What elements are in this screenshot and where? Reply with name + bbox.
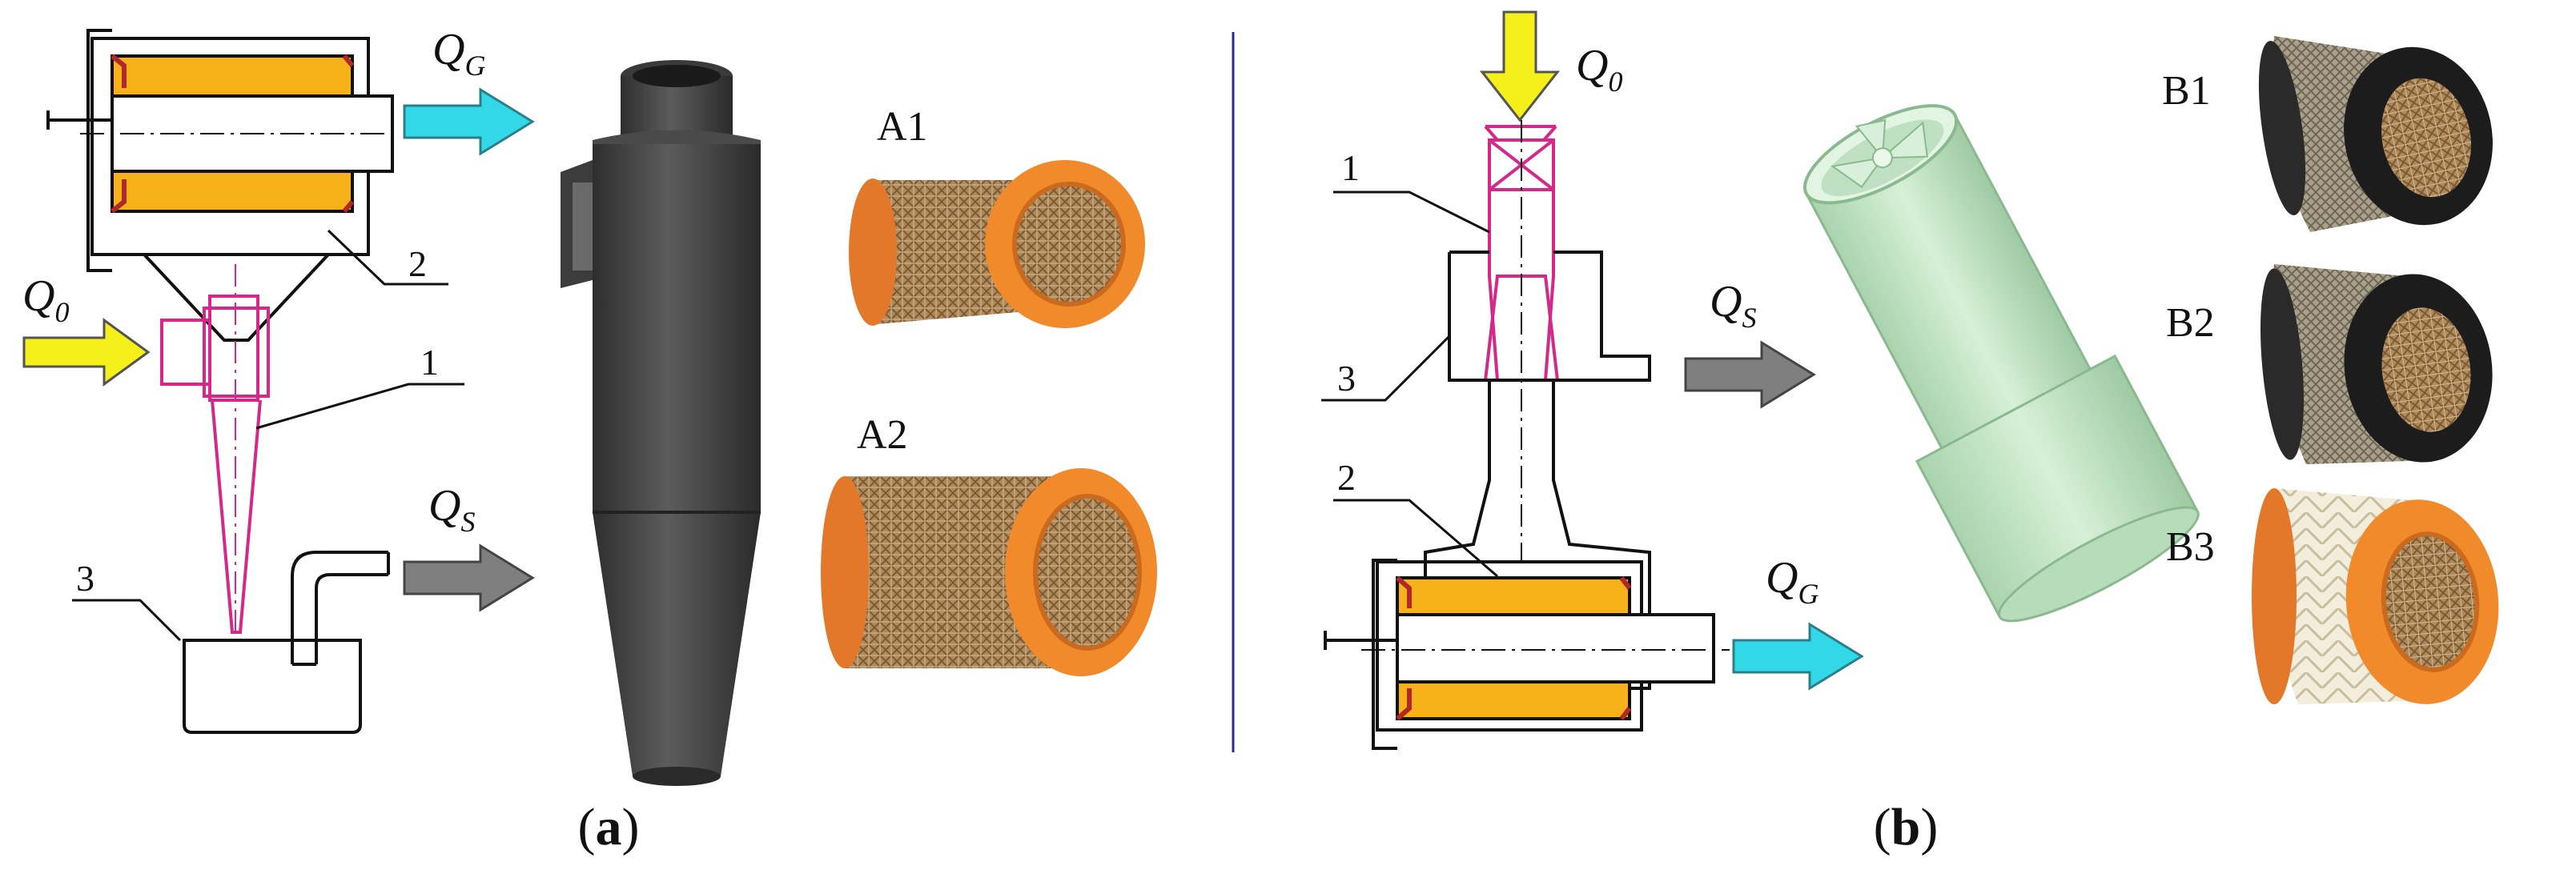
panel-b-callout-2: 2 [1337, 457, 1356, 498]
panel-a-dust-bin [183, 551, 390, 734]
panel-a-filter-a1 [849, 160, 1145, 328]
panel-a: 2 1 3 Q0 QG QS A1 [22, 25, 1157, 856]
panel-b-gas-filter-schematic [1324, 559, 1730, 750]
panel-b: Q0 [1321, 10, 2499, 856]
panel-b-inlet-arrow [1479, 10, 1561, 122]
panel-b-filter-b3 [2252, 488, 2499, 704]
panel-a-filter-a2 [821, 468, 1157, 676]
panel-b-callout-3: 3 [1337, 358, 1356, 399]
panel-b-gas-outlet-arrow [1732, 622, 1864, 691]
panel-b-swirl-separator-render [1802, 104, 2200, 623]
panel-b-q0-label: Q0 [1576, 41, 1622, 98]
panel-a-q0-label: Q0 [22, 271, 69, 328]
panel-b-filter-b2 [2260, 264, 2493, 464]
panel-a-caption: (a) [578, 798, 640, 856]
panel-a-filter-a2-label: A2 [857, 412, 908, 458]
panel-a-cyclone-render [561, 60, 761, 786]
panel-b-solid-outlet-arrow [1684, 340, 1816, 409]
panel-a-inlet-arrow [22, 318, 151, 387]
panel-a-gas-outlet-arrow [403, 87, 535, 156]
panel-b-filter-b1 [2258, 36, 2493, 232]
panel-a-callout-2: 2 [408, 243, 427, 284]
panel-b-callout-1: 1 [1341, 147, 1360, 188]
panel-a-filter-a1-label: A1 [877, 104, 928, 150]
panel-b-qs-label: QS [1710, 277, 1756, 334]
panel-a-callout-1: 1 [420, 342, 439, 383]
panel-a-cyclone-schematic [160, 264, 270, 640]
panel-b-caption: (b) [1874, 798, 1939, 856]
panel-b-qg-label: QG [1766, 553, 1818, 610]
panel-a-solid-outlet-arrow [403, 543, 535, 612]
panel-a-callout-3: 3 [76, 558, 94, 599]
panel-a-qs-label: QS [428, 481, 475, 538]
panel-b-filter-b3-label: B3 [2166, 524, 2215, 570]
panel-a-gas-filter-schematic [46, 29, 400, 272]
panel-a-qg-label: QG [432, 25, 485, 82]
panel-b-filter-b2-label: B2 [2166, 300, 2215, 346]
panel-b-filter-b1-label: B1 [2162, 68, 2211, 114]
